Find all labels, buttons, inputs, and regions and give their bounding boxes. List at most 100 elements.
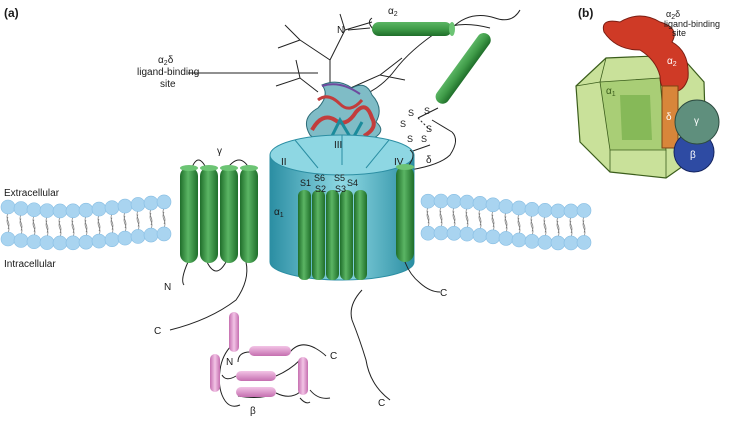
panel-b-label: (b) bbox=[578, 6, 593, 20]
membrane-left bbox=[0, 194, 172, 251]
alpha2-label: α2 bbox=[388, 6, 398, 18]
lipid-head bbox=[156, 226, 172, 242]
lipid-head bbox=[143, 195, 159, 211]
delta-helix bbox=[396, 166, 414, 262]
alpha1-label: α1 bbox=[274, 207, 284, 219]
disulfide-s6: S bbox=[421, 134, 427, 144]
lipid-head bbox=[550, 235, 566, 251]
domain-IV-label: IV bbox=[394, 157, 404, 168]
lipid-tail bbox=[136, 210, 140, 231]
beta-helix-2 bbox=[249, 346, 291, 356]
lipid-tail bbox=[123, 211, 127, 233]
lipid-tail bbox=[478, 209, 482, 230]
disulfide-s2: S bbox=[424, 106, 430, 116]
alpha2-helix-diagonal bbox=[435, 33, 491, 104]
intracellular-label: Intracellular bbox=[4, 259, 56, 270]
beta-helix-4 bbox=[236, 371, 276, 381]
delta-tail-bottom bbox=[404, 261, 441, 293]
panel-b-gamma-label: γ bbox=[694, 116, 699, 127]
segment-s2-label: S2 bbox=[315, 184, 326, 194]
panel-b-alpha2 bbox=[602, 15, 689, 93]
lipid-head bbox=[26, 234, 42, 250]
lipid-head bbox=[143, 227, 159, 243]
lipid-head bbox=[420, 225, 436, 241]
lipid-tail bbox=[543, 216, 547, 237]
gamma-n-terminus: N bbox=[164, 282, 171, 293]
alpha1-segment-helix bbox=[340, 190, 353, 280]
alpha1-c-terminus: C bbox=[378, 398, 385, 409]
gamma-c-terminus: C bbox=[154, 326, 161, 337]
lipid-head bbox=[420, 193, 436, 209]
ligand-line1: ligand-binding bbox=[137, 67, 199, 78]
lipid-head bbox=[472, 228, 488, 243]
lipid-tail bbox=[162, 207, 166, 229]
beta-c-terminus: C bbox=[330, 351, 337, 362]
lipid-tail bbox=[58, 216, 62, 238]
gamma-helix-2 bbox=[200, 167, 218, 263]
lipid-head bbox=[576, 203, 592, 218]
lipid-head bbox=[104, 200, 120, 215]
lipid-head bbox=[485, 197, 501, 213]
lipid-tail bbox=[84, 216, 88, 237]
alpha2-subunit: α2 N bbox=[337, 6, 521, 104]
lipid-head bbox=[576, 235, 592, 250]
lipid-tail bbox=[426, 207, 430, 228]
gamma-subunit: γ N C bbox=[154, 146, 258, 337]
ligand-alpha-label: α2δ bbox=[158, 55, 174, 67]
alpha1-segment-helix bbox=[312, 190, 325, 280]
beta-helix-6 bbox=[298, 357, 308, 395]
lipid-head bbox=[472, 196, 488, 211]
gamma-helix-4 bbox=[240, 167, 258, 263]
panel-b-ligand-line2: site bbox=[672, 28, 686, 38]
lipid-tail bbox=[452, 207, 456, 228]
alpha2-helix-horizontal bbox=[372, 22, 452, 36]
lipid-head bbox=[524, 202, 540, 217]
lipid-head bbox=[563, 235, 579, 251]
alpha2-tail bbox=[451, 9, 521, 29]
alpha2-n-terminus: N bbox=[337, 25, 344, 36]
alpha1-segment-helix bbox=[354, 190, 367, 280]
lipid-head bbox=[459, 226, 475, 242]
lipid-head bbox=[0, 231, 16, 247]
lipid-tail bbox=[504, 212, 508, 233]
lipid-head bbox=[39, 235, 55, 250]
lipid-tail bbox=[465, 207, 469, 229]
segment-s6-label: S6 bbox=[314, 173, 325, 183]
delta-helix-top bbox=[396, 164, 414, 170]
beta-n-terminus: N bbox=[226, 357, 233, 368]
domain-III-label: III bbox=[334, 140, 342, 151]
alpha1-c-tail bbox=[350, 289, 391, 401]
lipid-tail bbox=[97, 214, 101, 236]
lipid-head bbox=[91, 233, 107, 249]
lipid-head bbox=[524, 234, 540, 249]
alpha2-glycosylation bbox=[275, 13, 491, 99]
lipid-head bbox=[65, 203, 81, 219]
panel-a-label: (a) bbox=[4, 6, 19, 20]
lipid-tail bbox=[149, 208, 153, 230]
alpha1-channel: II III IV S1 S6 S2 S5 S3 S4 α1 C bbox=[269, 134, 415, 409]
panel-b-alpha1-label: α1 bbox=[606, 86, 616, 98]
segment-s3-label: S3 bbox=[335, 184, 346, 194]
alpha1-segment-helix bbox=[326, 190, 339, 280]
panel-b-ligand-alpha: α2δ bbox=[666, 9, 680, 21]
lipid-head bbox=[117, 230, 133, 246]
lipid-head bbox=[13, 201, 29, 216]
gamma-label: γ bbox=[217, 146, 222, 157]
gamma-helix-4-top bbox=[240, 165, 258, 171]
domain-II-label: II bbox=[281, 157, 287, 168]
lipid-head bbox=[13, 233, 29, 248]
disulfide-s1: S bbox=[408, 108, 414, 118]
lipid-head bbox=[156, 194, 172, 210]
lipid-head bbox=[563, 203, 579, 219]
lipid-tail bbox=[19, 214, 23, 235]
panel-b-ligand-line1: ligand-binding bbox=[664, 19, 720, 29]
lipid-head bbox=[511, 200, 527, 216]
lipid-tail bbox=[439, 206, 443, 228]
alpha2delta-label-a: α2δ ligand-binding site bbox=[137, 55, 318, 90]
panel-b-delta-label: δ bbox=[666, 112, 672, 123]
lipid-head bbox=[65, 235, 81, 251]
beta-helix-5 bbox=[236, 387, 276, 397]
lipid-head bbox=[498, 231, 514, 246]
lipid-head bbox=[130, 197, 146, 212]
